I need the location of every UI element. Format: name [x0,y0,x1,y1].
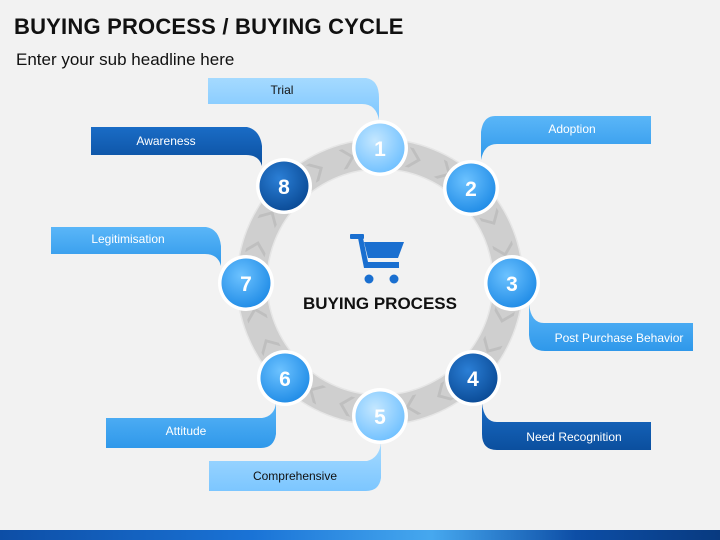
step-8-callout: Awareness [91,127,262,166]
step-3-number: 3 [506,273,518,296]
step-2-number: 2 [465,178,477,201]
center-label: BUYING PROCESS [303,294,457,313]
page-subtitle: Enter your sub headline here [16,50,235,69]
ring-arrows [245,147,515,417]
step-3-circle: 3 [484,255,540,311]
ring-arrow [405,394,422,415]
step-4-callout: Need Recognition [482,403,651,450]
ring-arrow [245,241,266,258]
step-5-label: Comprehensive [253,469,337,483]
step-7-label: Legitimisation [91,232,164,246]
step-6-circle: 6 [257,350,313,406]
ring-arrow [338,149,355,170]
ring-arrow [309,385,327,405]
ring-arrow [483,335,503,353]
step-1-label: Trial [271,83,294,97]
ring-arrow [433,159,451,179]
step-7-callout: Legitimisation [51,227,221,266]
step-5-callout: Comprehensive [209,443,381,491]
ring-arrow [492,240,513,257]
step-3-callout: Post Purchase Behavior [529,304,693,351]
step-6-callout: Attitude [106,402,276,448]
ring-arrow [305,163,323,183]
step-7-number: 7 [240,273,252,296]
ring-arrow [257,211,277,229]
step-7-circle: 7 [218,255,274,311]
step-8-label: Awareness [136,134,195,148]
step-4-circle: 4 [445,350,501,406]
step-2-callout: Adoption [481,116,651,160]
step-5-number: 5 [374,406,386,429]
step-3-label: Post Purchase Behavior [555,331,684,345]
ring-arrow [261,339,281,357]
ring-arrow [437,381,455,401]
ring-arrow [247,307,268,324]
ring-arrow [339,396,356,417]
step-4-label: Need Recognition [526,430,621,444]
step-5-circle: 5 [352,388,408,444]
bottom-accent-bar [0,530,720,540]
step-2-circle: 2 [443,160,499,216]
ring-arrow [479,207,499,225]
step-6-number: 6 [279,368,291,391]
step-6-label: Attitude [166,424,207,438]
shopping-cart-icon [350,234,404,284]
step-8-circle: 8 [256,158,312,214]
step-8-number: 8 [278,176,290,199]
step-2-label: Adoption [548,122,595,136]
step-4-number: 4 [467,368,479,391]
step-1-number: 1 [374,138,386,161]
step-1-callout: Trial [208,78,379,120]
ring-arrow [494,306,515,323]
page-title: BUYING PROCESS / BUYING CYCLE [14,14,404,39]
step-1-circle: 1 [352,120,408,176]
ring-arrow [404,147,421,168]
